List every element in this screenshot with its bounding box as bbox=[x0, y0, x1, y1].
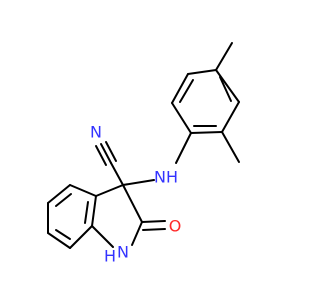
ring-to-nh-bond bbox=[175, 132, 192, 164]
bond bbox=[95, 184, 124, 197]
molecule-structure-diagram: NH N O N H bbox=[47, 42, 240, 266]
lactam-n-label: N bbox=[117, 243, 129, 262]
aromatic-double-bond bbox=[179, 79, 194, 103]
bond bbox=[69, 184, 97, 197]
bond bbox=[215, 69, 240, 103]
bond bbox=[47, 184, 71, 204]
triple-bond bbox=[105, 141, 117, 162]
nh-to-quaternary-carbon-bond bbox=[122, 179, 155, 186]
carbonyl-bond bbox=[141, 220, 166, 223]
bond bbox=[110, 162, 124, 186]
bond bbox=[221, 101, 240, 133]
methyl-bond-ortho bbox=[221, 131, 240, 163]
carbonyl-o-label: O bbox=[169, 217, 182, 236]
bond bbox=[190, 131, 223, 134]
carbonyl-bond bbox=[142, 228, 166, 231]
lactam-h-label: H bbox=[104, 247, 116, 266]
nitrile-group: N bbox=[90, 123, 124, 186]
bond bbox=[91, 195, 97, 227]
dimethylphenyl-ring bbox=[171, 42, 240, 163]
bond bbox=[171, 102, 192, 134]
bond bbox=[47, 232, 71, 249]
triple-bond bbox=[95, 145, 107, 166]
bond bbox=[91, 225, 114, 248]
bond bbox=[171, 73, 189, 104]
aromatic-double-bond bbox=[84, 201, 89, 224]
bond bbox=[187, 69, 217, 75]
oxindole-core: O N H bbox=[91, 184, 182, 266]
nitrile-n-label: N bbox=[90, 123, 102, 142]
bond bbox=[131, 221, 143, 246]
triple-bond bbox=[100, 143, 112, 164]
aromatic-double-bond bbox=[55, 193, 72, 207]
amine-nh-label: NH bbox=[154, 168, 178, 187]
aromatic-double-bond bbox=[219, 76, 232, 102]
aromatic-double-bond bbox=[55, 229, 71, 240]
bond bbox=[122, 184, 143, 223]
methyl-bond-top bbox=[215, 42, 233, 71]
benzo-ring bbox=[47, 184, 97, 249]
bond bbox=[69, 225, 93, 249]
